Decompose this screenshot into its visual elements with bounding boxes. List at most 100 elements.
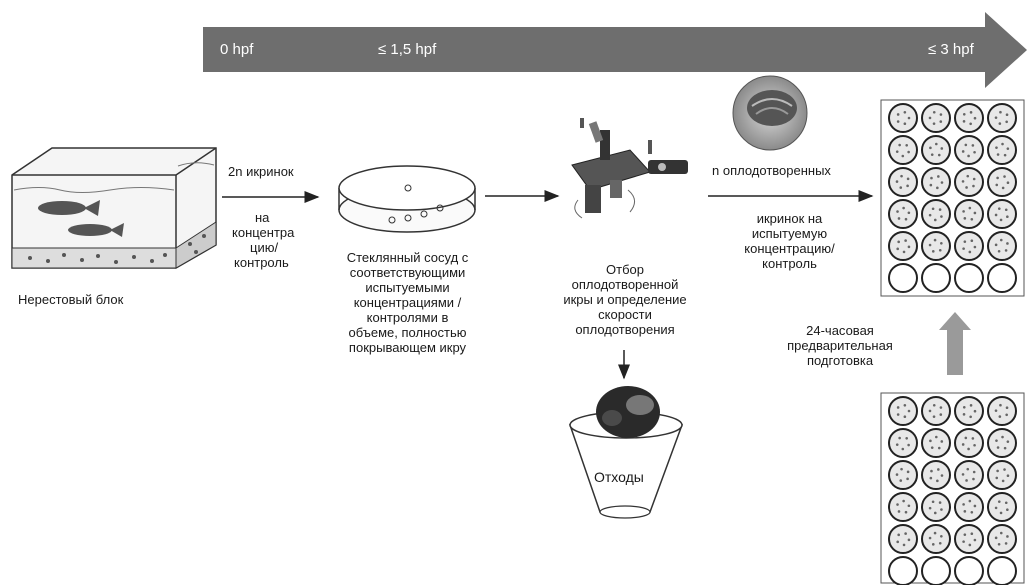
embryo-dot [907, 409, 911, 413]
well [954, 428, 984, 458]
embryo-dot [994, 116, 998, 119]
embryo-dot [1005, 413, 1008, 417]
timeline-label-2: ≤ 3 hpf [928, 41, 974, 58]
well [921, 167, 951, 197]
embryo-dot [936, 479, 939, 483]
embryo-dot [899, 186, 903, 189]
embryo-dot [938, 248, 942, 252]
arrow3-bottom-label-0: икринок на [756, 211, 823, 226]
pretreatment-label-0: 24-часовая [806, 323, 874, 338]
embryo-dot [1006, 242, 1009, 245]
embryo-dot [905, 143, 908, 147]
embryo-dot [995, 439, 998, 442]
well [954, 396, 984, 426]
fish-icon [38, 200, 124, 237]
embryo-dot [907, 538, 911, 542]
embryo-dot [966, 174, 970, 178]
well [921, 263, 951, 293]
embryo-dot [895, 443, 899, 446]
embryo-dot [896, 120, 900, 123]
embryo-dot [938, 501, 942, 504]
embryo-dot [965, 479, 968, 482]
well [987, 103, 1017, 133]
embryo-dot [940, 534, 943, 538]
embryo-dot [937, 175, 940, 178]
well [987, 428, 1017, 458]
embryo-dot [907, 504, 911, 508]
arrow3-top-label: n оплодотворенных [712, 163, 831, 178]
embryo-dot [903, 403, 907, 407]
arrow3-bottom-label-2: концентрацию/ [744, 241, 835, 256]
embryo-dot [897, 217, 901, 220]
embryo-dot [972, 184, 975, 188]
embryo-dot [968, 250, 972, 254]
embryo-dot [963, 240, 967, 243]
well [954, 231, 984, 261]
embryo-dot [938, 208, 942, 211]
embryo-dot [933, 531, 937, 535]
embryo-dot [998, 415, 1002, 418]
embryo-dot [897, 510, 901, 513]
embryo-dot [897, 240, 900, 244]
embryo-dot [999, 531, 1003, 535]
well [954, 524, 984, 554]
embryo-dot [902, 250, 906, 254]
embryo-dot [896, 113, 900, 116]
embryo-dot [969, 122, 972, 126]
embryo-dot [903, 415, 907, 419]
embryo-dot [940, 181, 944, 184]
arrow1-label-2: концентра [232, 225, 295, 240]
selection-label-3: скорости [598, 307, 652, 322]
embryo-dot [962, 503, 965, 506]
well [987, 263, 1017, 293]
embryo-dot [1005, 120, 1008, 124]
embryo-dot [964, 436, 968, 440]
embryo-dot [1003, 175, 1006, 178]
embryo-dot [930, 176, 933, 180]
embryo-dot [1006, 535, 1009, 538]
embryo-dot [1003, 153, 1007, 157]
embryo-dot [961, 180, 965, 183]
embryo-dot [933, 238, 937, 242]
well [888, 263, 918, 293]
embryo-dot [932, 415, 936, 418]
vessel-label-3: концентрациями / [353, 295, 462, 310]
embryo-dot [1001, 435, 1004, 439]
well [921, 231, 951, 261]
selection-label-1: оплодотворенной [571, 277, 679, 292]
well [921, 103, 951, 133]
embryo-dot [940, 215, 943, 218]
embryo-dot [968, 499, 972, 503]
well [921, 492, 951, 522]
well [888, 428, 918, 458]
well [888, 556, 918, 585]
selection-label-2: икры и определение [563, 292, 687, 307]
embryo-dot [939, 413, 943, 416]
embryo-dot [995, 146, 998, 149]
well [921, 199, 951, 229]
embryo-dot [994, 409, 998, 412]
embryo-dot [962, 413, 966, 416]
embryo-dot [1004, 542, 1008, 545]
embryo-dot [932, 110, 936, 114]
arrow1-label-3: цию/ [250, 240, 279, 255]
embryo-dot [994, 536, 998, 540]
embryo-dot [895, 180, 899, 183]
embryo-dot [933, 511, 937, 515]
embryo-dot [903, 122, 907, 126]
well [987, 199, 1017, 229]
embryo-dot [906, 184, 909, 188]
embryo-dot [961, 150, 965, 153]
embryo-dot [961, 473, 965, 476]
embryo-dot [928, 409, 932, 413]
embryo-dot [969, 415, 972, 419]
well [954, 167, 984, 197]
embryo-dot [895, 150, 899, 153]
well [921, 428, 951, 458]
arrow1-label-0: 2n икринок [228, 164, 294, 179]
arrow1-label-1: на [255, 210, 270, 225]
well [987, 231, 1017, 261]
embryo-dot [929, 476, 933, 480]
well [921, 524, 951, 554]
well [954, 135, 984, 165]
